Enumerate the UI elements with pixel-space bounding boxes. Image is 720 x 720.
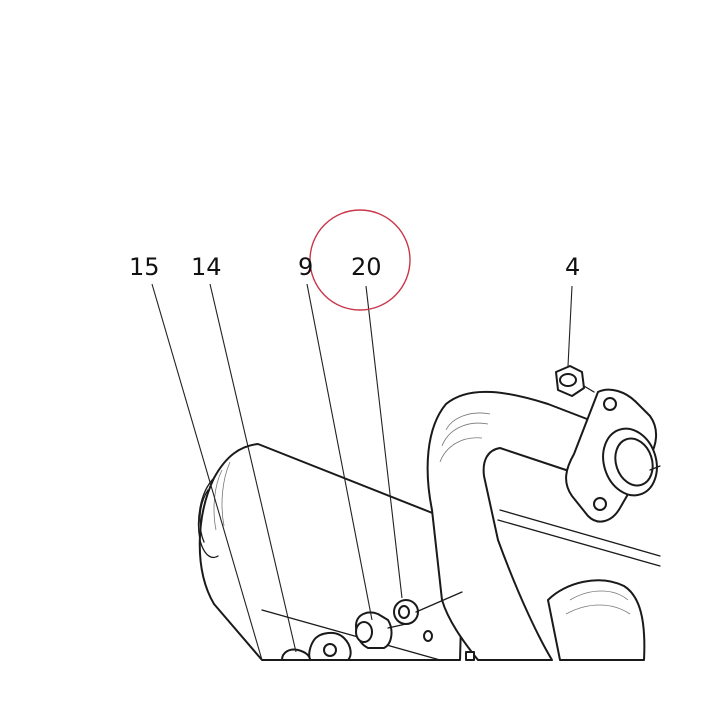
bracket-part-14	[308, 632, 352, 661]
bolt-part-15	[281, 648, 311, 661]
callout-highlight-circle	[309, 209, 411, 311]
callout-9[interactable]: 9	[298, 253, 313, 281]
leader-14	[209, 283, 297, 653]
callout-4[interactable]: 4	[565, 253, 580, 281]
callout-15[interactable]: 15	[129, 253, 160, 281]
muffler-body	[197, 443, 463, 661]
leader-lines	[151, 283, 573, 661]
callout-labels: 15 14 9 20 4	[129, 253, 580, 281]
callout-14[interactable]: 14	[191, 253, 222, 281]
leader-4	[567, 285, 573, 367]
exhaust-assembly-drawing	[197, 365, 661, 661]
rear-silencer	[547, 579, 646, 661]
callout-20[interactable]: 20	[351, 253, 382, 281]
nut-part-4	[555, 365, 595, 397]
leader-20	[365, 285, 403, 599]
small-stud	[465, 651, 475, 661]
washer-part-20	[387, 591, 463, 642]
mounting-rubber-part-9	[355, 611, 393, 649]
leader-9	[306, 283, 373, 621]
leader-15	[151, 283, 263, 661]
pipe-flange	[565, 388, 661, 523]
